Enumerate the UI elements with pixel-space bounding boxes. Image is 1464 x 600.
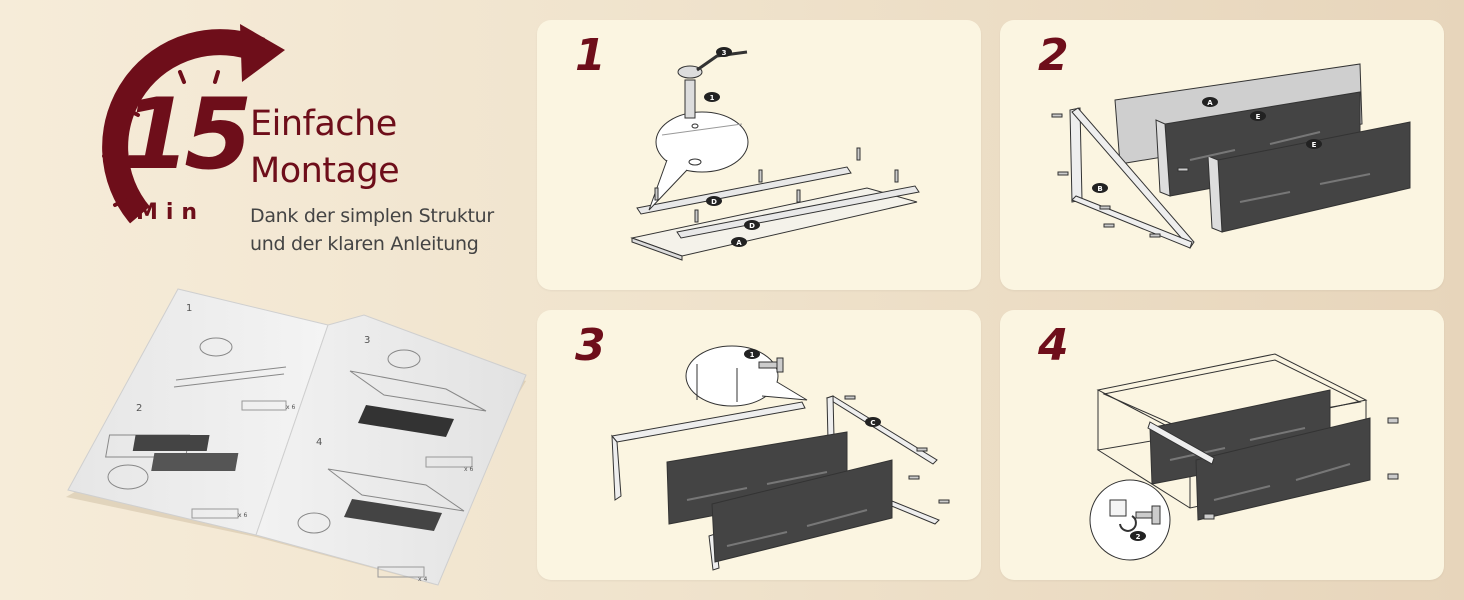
step-2-label-a: A xyxy=(1207,99,1213,107)
headline-line-2: Montage xyxy=(250,151,400,191)
booklet-step-4: 4 xyxy=(316,437,322,448)
subtitle-line-2: und der klaren Anleitung xyxy=(250,233,479,255)
step-1-illustration: 3 1 D D A xyxy=(630,47,920,261)
step-2-illustration: A E E B xyxy=(1051,63,1411,249)
step-2-label-e2: E xyxy=(1312,141,1317,149)
step-1-label-a: A xyxy=(736,239,742,247)
step-panel-2: 2 xyxy=(1000,20,1444,290)
booklet-count-1: x 6 xyxy=(286,404,295,411)
step-number-4: 4 xyxy=(1038,320,1069,371)
step-1-label-3: 3 xyxy=(722,49,727,57)
step-3-label-c: C xyxy=(870,419,875,427)
step-1-label-1: 1 xyxy=(710,94,715,102)
booklet-count-4: x 4 xyxy=(418,576,427,583)
subtitle-line-1: Dank der simplen Struktur xyxy=(250,205,494,227)
step-1-label-d2: D xyxy=(749,222,755,230)
booklet-step-3: 3 xyxy=(364,335,370,346)
step-3-label-1: 1 xyxy=(750,351,755,359)
step-2-label-e1: E xyxy=(1256,113,1261,121)
booklet-count-3: x 6 xyxy=(464,466,473,473)
stopwatch-arrow-icon xyxy=(102,24,285,224)
duration-unit: Min xyxy=(136,200,206,225)
step-4-label-2: 2 xyxy=(1136,533,1141,541)
step-number-3: 3 xyxy=(575,320,606,371)
step-number-2: 2 xyxy=(1038,30,1069,81)
booklet-step-1: 1 xyxy=(186,303,192,314)
step-1-label-d1: D xyxy=(711,198,717,206)
step-3-illustration: 1 C xyxy=(611,345,950,571)
booklet-count-2: x 6 xyxy=(238,512,247,519)
step-number-1: 1 xyxy=(575,30,606,81)
duration-number: 15 xyxy=(122,78,252,192)
step-panel-4: 4 xyxy=(1000,310,1444,580)
zoom-callout-icon xyxy=(685,345,808,407)
screw-icon xyxy=(758,357,784,373)
headline-line-1: Einfache xyxy=(250,104,397,144)
step-panel-3: 3 xyxy=(537,310,981,580)
step-2-label-b: B xyxy=(1097,185,1102,193)
instruction-booklet-icon: 1 2 3 4 x 6 x 6 x 6 x 4 xyxy=(66,288,527,586)
step-panel-1: 1 xyxy=(537,20,981,290)
step-4-illustration: 2 xyxy=(1089,353,1399,561)
booklet-step-2: 2 xyxy=(136,403,142,414)
screw-icon xyxy=(677,50,748,119)
